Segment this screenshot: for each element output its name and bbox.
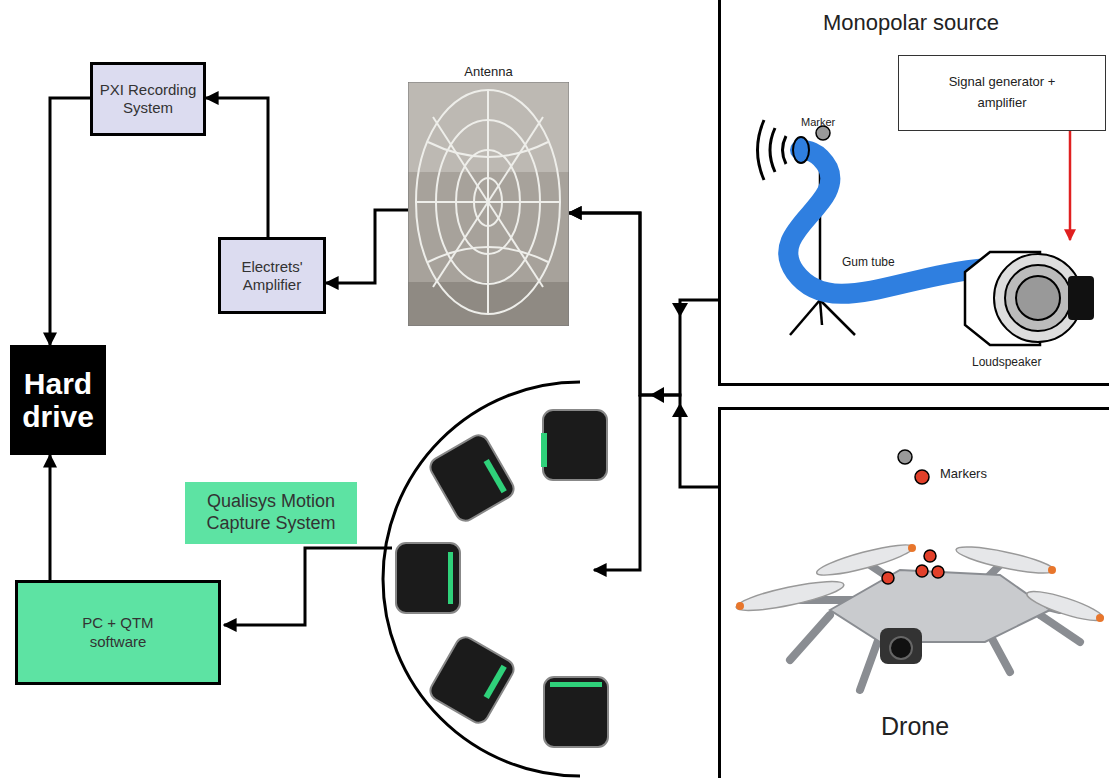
camera-wire (224, 548, 392, 625)
recorder-box: PXI Recording System (90, 62, 206, 136)
node-text: Monopolar source (823, 10, 999, 36)
node-text: Hard drive (17, 367, 99, 433)
antenna-photo-node: Antenna (408, 62, 569, 326)
node-text: Qualisys Motion Capture System (189, 491, 353, 534)
node-text: Signal generator + amplifier (927, 72, 1077, 114)
legend-markers (898, 450, 929, 484)
signal-connector (50, 98, 90, 345)
label-holder: Loudspeaker (972, 352, 1041, 370)
signal-connector (49, 455, 52, 580)
storage-box: Hard drive (10, 345, 106, 455)
part-label: Markers (940, 466, 987, 481)
drone-panel: Drone (718, 407, 1109, 778)
signal-connector (326, 210, 408, 283)
signal-connector (206, 98, 268, 237)
node-text: Antenna (408, 62, 569, 82)
sound-waves (758, 120, 787, 180)
signal-connector (569, 213, 718, 487)
generator-box: Signal generator + amplifier (898, 55, 1106, 131)
part-label: Gum tube (842, 255, 895, 269)
antenna-photo (408, 82, 569, 326)
label-holder: Marker (801, 112, 835, 130)
label-holder: Markers (940, 464, 987, 482)
drone-illustration (734, 539, 1105, 690)
source-panel: Monopolar sourceSignal generator + ampli… (718, 0, 1109, 386)
system-label-box: Qualisys Motion Capture System (185, 482, 357, 544)
part-label: Marker (801, 116, 835, 128)
source-marker (816, 126, 830, 140)
gum-tube (788, 150, 988, 294)
amplifier-box: Electrets' Amplifier (218, 237, 326, 314)
node-text: Electrets' Amplifier (225, 258, 319, 294)
camera-icons (396, 410, 608, 747)
node-text: PC + QTM software (63, 614, 173, 652)
junction-arrowheads (650, 303, 688, 417)
tube-mouth (793, 137, 809, 163)
node-text: PXI Recording System (97, 81, 199, 117)
part-label: Loudspeaker (972, 355, 1041, 369)
loudspeaker (965, 252, 1094, 345)
label-holder: Gum tube (842, 252, 895, 270)
computer-box: PC + QTM software (15, 580, 221, 685)
signal-connector (569, 213, 718, 395)
node-text: Drone (881, 712, 949, 741)
signal-arrow (1069, 131, 1072, 240)
